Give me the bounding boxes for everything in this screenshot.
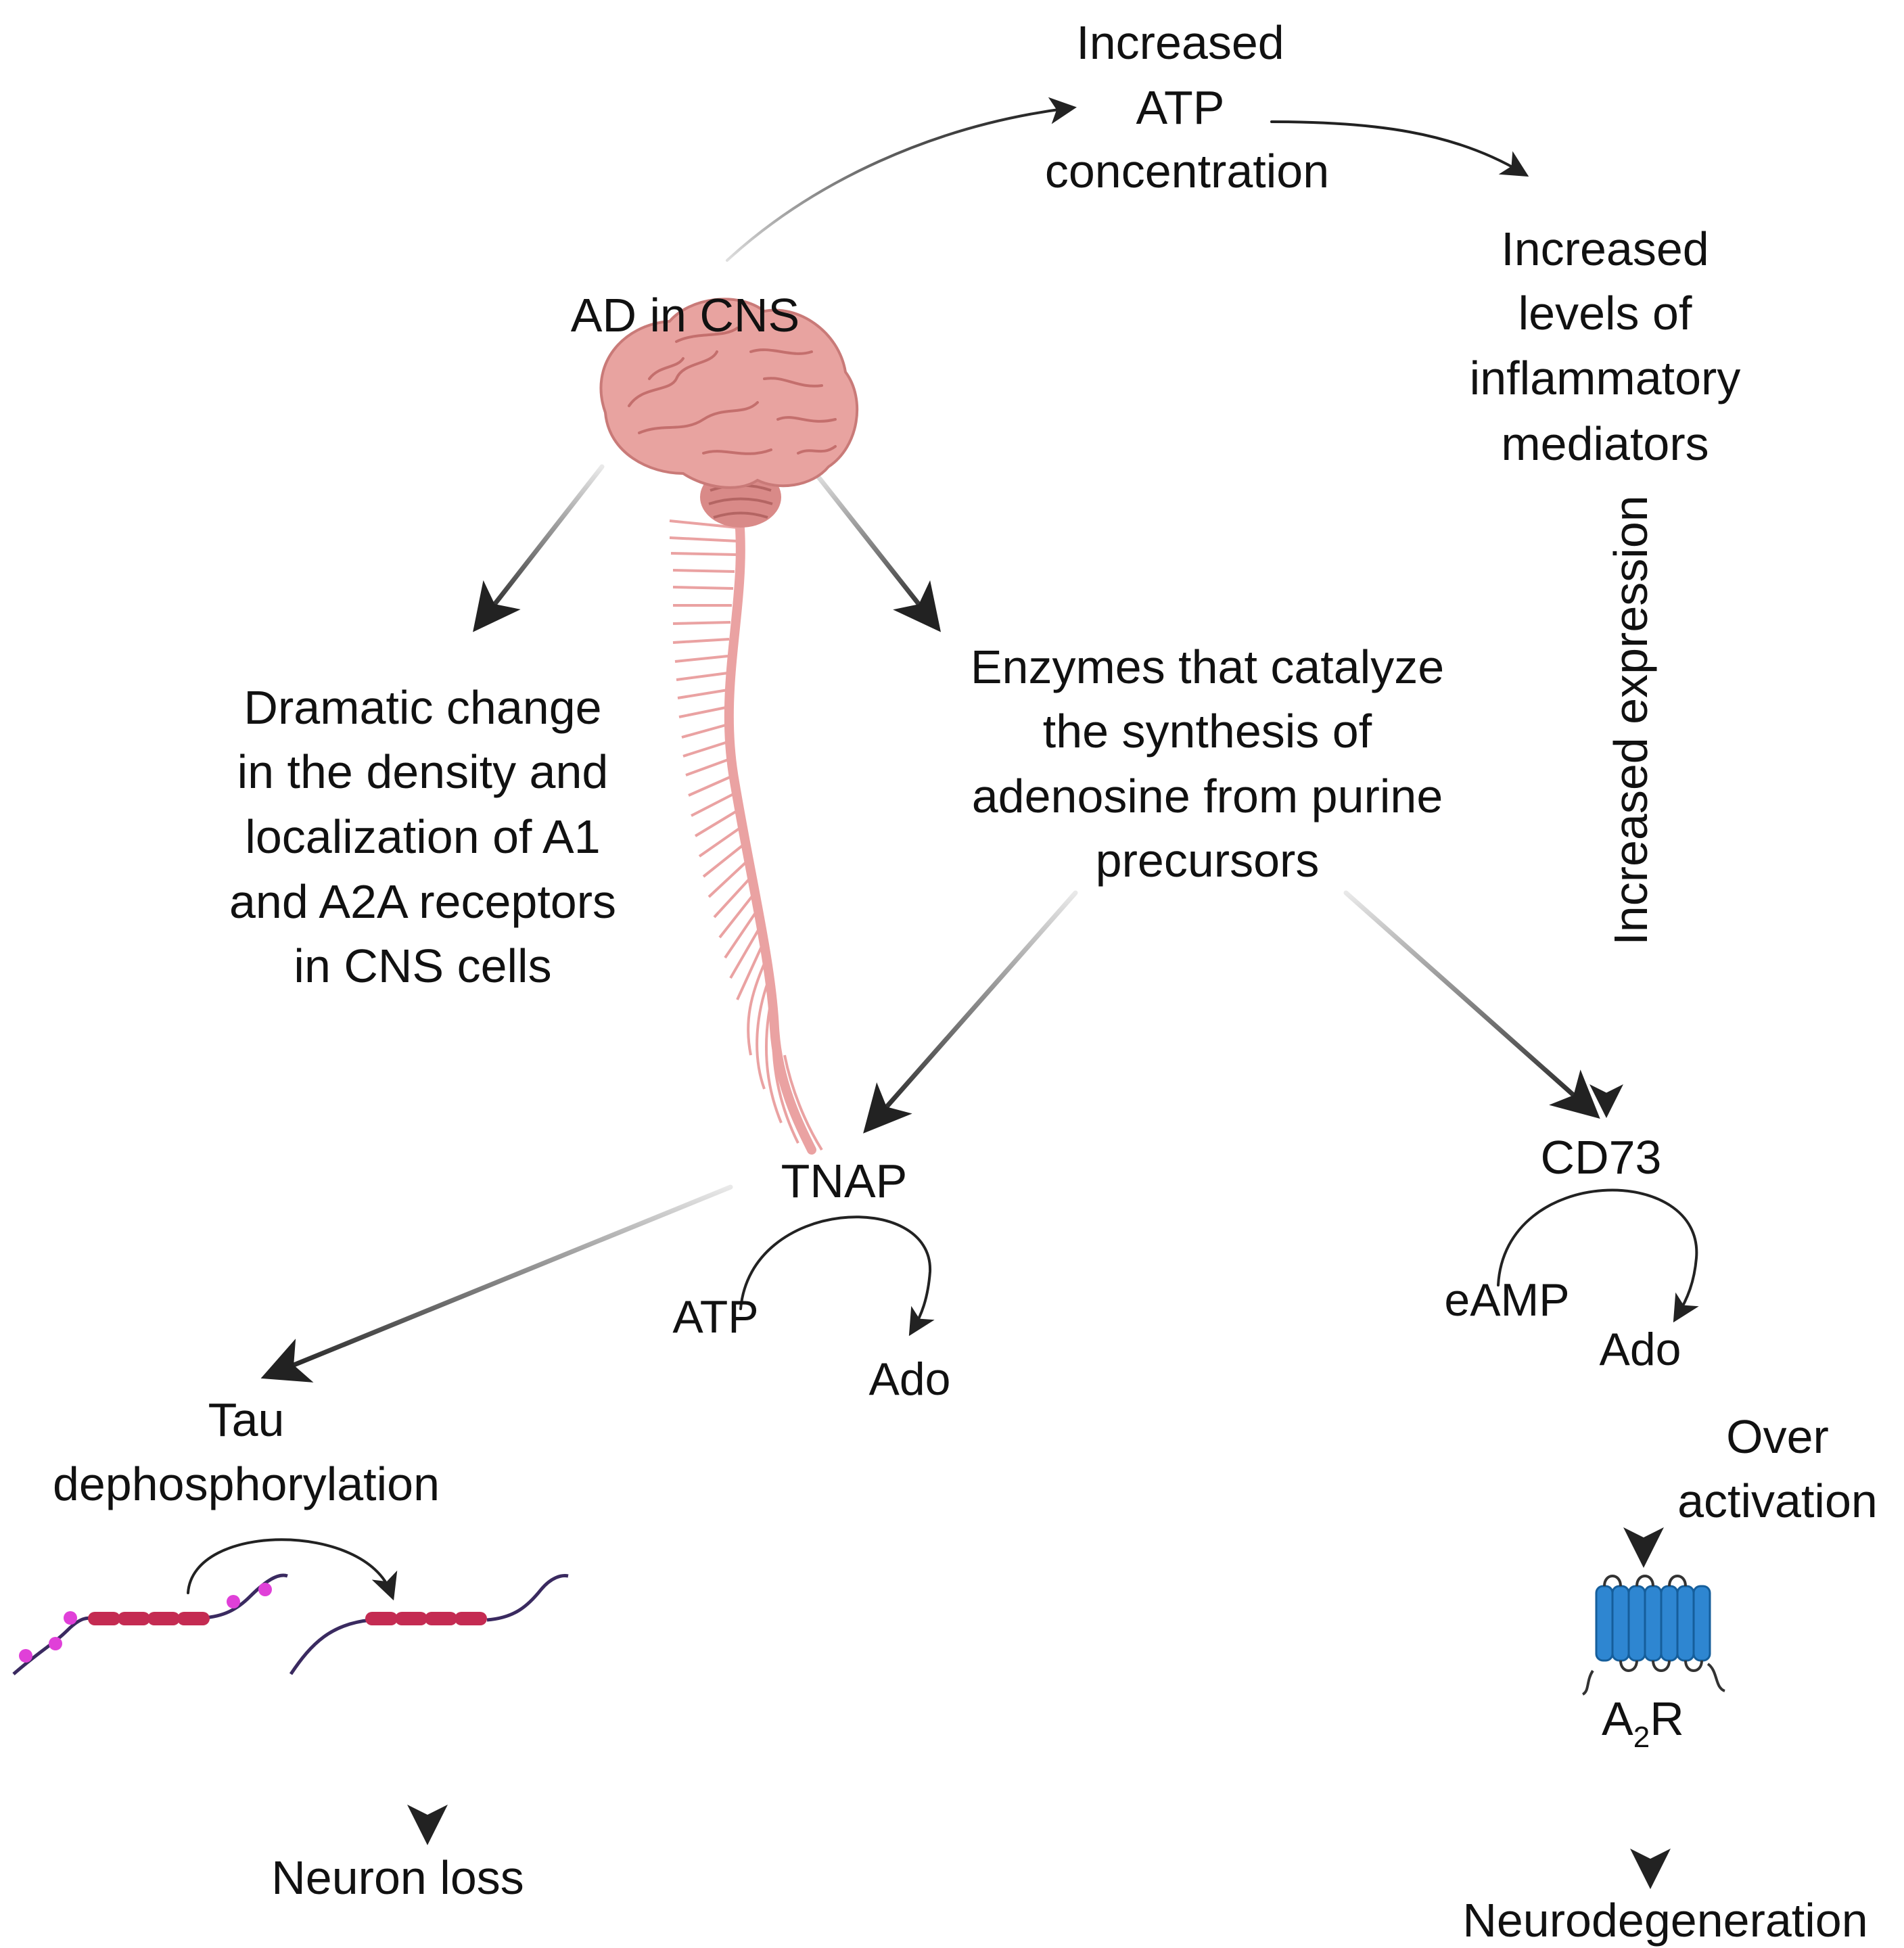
- node-tnap: TNAP: [781, 1155, 908, 1207]
- tau-line-1: Tau: [208, 1393, 285, 1446]
- node-receptor-change: Dramatic change in the density and local…: [229, 681, 616, 992]
- edge-enzymes-to-tnap: [863, 890, 1078, 1134]
- node-enzymes: Enzymes that catalyze the synthesis of a…: [971, 641, 1444, 887]
- node-tau-dephosphorylation: Tau dephosphorylation: [53, 1393, 440, 1510]
- brain-spinal-cord-icon: [599, 298, 859, 1155]
- node-neurodegeneration: Neurodegeneration: [1462, 1894, 1867, 1947]
- receptors-line-2: in the density and: [237, 745, 609, 798]
- edge-tau-phospho-to-dephospho: [187, 1538, 398, 1601]
- edge-enzymes-to-cd73: [1343, 890, 1600, 1119]
- inflammatory-line-4: mediators: [1501, 417, 1709, 470]
- label-over-activation: Over activation: [1677, 1410, 1878, 1527]
- enzymes-line-1: Enzymes that catalyze: [971, 641, 1444, 693]
- enzymes-line-3: adenosine from purine: [972, 770, 1443, 822]
- tau-protein-phosphorylated-icon: [12, 1573, 288, 1675]
- edge-atp-to-inflammatory: [1270, 120, 1529, 177]
- receptor-icon: [1581, 1575, 1725, 1696]
- node-ad-in-cns: AD in CNS: [571, 289, 799, 342]
- atp-concentration-line-1: Increased: [1076, 16, 1284, 69]
- receptors-line-3: localization of A1: [245, 810, 600, 863]
- inflammatory-line-2: levels of: [1518, 287, 1692, 340]
- receptors-line-4: and A2A receptors: [229, 875, 616, 928]
- node-cd73: CD73: [1541, 1131, 1662, 1184]
- node-neuron-loss: Neuron loss: [271, 1851, 524, 1904]
- over-activation-line-1: Over: [1726, 1410, 1829, 1463]
- receptors-line-1: Dramatic change: [243, 681, 601, 734]
- tau-line-2: dephosphorylation: [53, 1458, 440, 1510]
- node-a2r: A2R: [1602, 1692, 1684, 1754]
- edge-ad-to-receptors: [473, 464, 605, 632]
- a2r-subscript: 2: [1633, 1721, 1650, 1754]
- enzymes-line-2: the synthesis of: [1043, 705, 1372, 758]
- tau-protein-dephosphorylated-icon: [289, 1574, 569, 1675]
- edge-ad-to-enzymes: [808, 464, 942, 632]
- edges: [187, 97, 1699, 1889]
- node-atp: ATP: [672, 1291, 758, 1343]
- edge-tnap-to-tau: [260, 1184, 733, 1383]
- node-ado-cd73: Ado: [1600, 1324, 1681, 1375]
- atp-concentration-line-2: ATP: [1136, 81, 1225, 134]
- label-increased-expression: Increased expression: [1604, 495, 1657, 945]
- edge-atp-to-ado-tnap: [739, 1215, 935, 1337]
- a2r-main: A: [1602, 1692, 1633, 1745]
- enzymes-line-4: precursors: [1096, 834, 1320, 887]
- node-atp-concentration: Increased ATP concentration: [1045, 16, 1329, 198]
- inflammatory-line-3: inflammatory: [1470, 352, 1741, 404]
- edge-eamp-to-ado-cd73: [1497, 1188, 1699, 1323]
- atp-concentration-line-3: concentration: [1045, 145, 1329, 198]
- node-ado-tnap: Ado: [869, 1353, 951, 1405]
- a2r-end: R: [1650, 1692, 1684, 1745]
- over-activation-line-2: activation: [1677, 1475, 1878, 1527]
- inflammatory-line-1: Increased: [1501, 223, 1709, 275]
- edge-ad-to-atp-concentration: [726, 97, 1077, 262]
- receptors-line-5: in CNS cells: [294, 940, 551, 992]
- node-eamp: eAMP: [1444, 1274, 1569, 1326]
- node-inflammatory-mediators: Increased levels of inflammatory mediato…: [1470, 223, 1741, 470]
